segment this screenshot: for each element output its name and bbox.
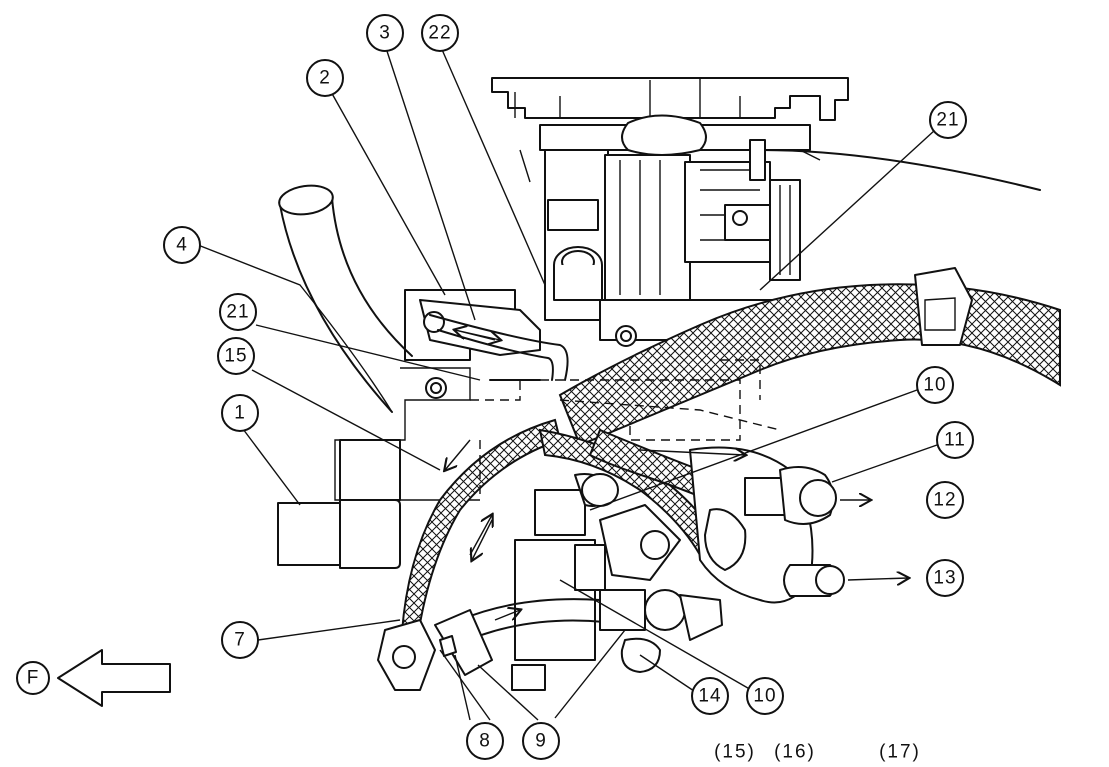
callout-15: 15	[217, 337, 255, 375]
svg-text:10: 10	[923, 375, 946, 396]
callout-10-lower: 10	[746, 677, 784, 715]
svg-text:9: 9	[535, 731, 547, 752]
svg-text:F: F	[27, 668, 40, 689]
callout-12: 12	[926, 481, 964, 519]
svg-text:12: 12	[933, 490, 956, 511]
svg-text:11: 11	[944, 430, 966, 451]
vacuum-hose-4	[278, 184, 413, 413]
callout-4: 4	[163, 226, 201, 264]
bottom-label-16: (16)	[774, 742, 816, 763]
callout-22: 22	[421, 14, 459, 52]
fuel-return-pipe	[459, 589, 723, 673]
bottom-label-15: (15)	[714, 742, 756, 763]
callout-7: 7	[221, 621, 259, 659]
svg-text:1: 1	[234, 403, 246, 424]
svg-text:3: 3	[379, 23, 391, 44]
callout-3: 3	[366, 14, 404, 52]
callout-21-upper: 21	[929, 101, 967, 139]
svg-text:8: 8	[479, 731, 491, 752]
callout-1: 1	[221, 394, 259, 432]
idle-air-fitting	[553, 246, 603, 301]
flow-arrows	[445, 330, 908, 620]
hidden-outline	[470, 359, 781, 500]
callout-21-left: 21	[219, 293, 257, 331]
front-direction-arrow	[57, 649, 171, 707]
svg-text:13: 13	[933, 568, 956, 589]
frame-line	[759, 149, 1041, 191]
svg-text:21: 21	[936, 110, 959, 131]
outlet-housing	[689, 446, 845, 604]
svg-text:21: 21	[226, 302, 249, 323]
bottom-labels: (15) (16) (17)	[714, 742, 921, 763]
callout-10-upper: 10	[916, 366, 954, 404]
callout-8: 8	[466, 722, 504, 760]
svg-text:15: 15	[224, 346, 247, 367]
callout-14: 14	[691, 677, 729, 715]
callout-9: 9	[522, 722, 560, 760]
throttle-body-flange	[491, 77, 849, 183]
svg-text:14: 14	[698, 686, 721, 707]
map-sensor	[277, 499, 401, 569]
hose-clamp-right	[914, 267, 973, 346]
callout-11: 11	[936, 421, 974, 459]
leader-lines	[197, 44, 938, 721]
svg-text:4: 4	[176, 235, 188, 256]
hose-end-fittings	[377, 609, 546, 691]
svg-text:7: 7	[234, 630, 246, 651]
callout-13: 13	[926, 559, 964, 597]
svg-text:2: 2	[319, 68, 331, 89]
svg-text:22: 22	[428, 23, 451, 44]
svg-text:10: 10	[753, 686, 776, 707]
callout-2: 2	[306, 59, 344, 97]
bottom-label-17: (17)	[879, 742, 921, 763]
callout-F: F	[16, 661, 50, 695]
